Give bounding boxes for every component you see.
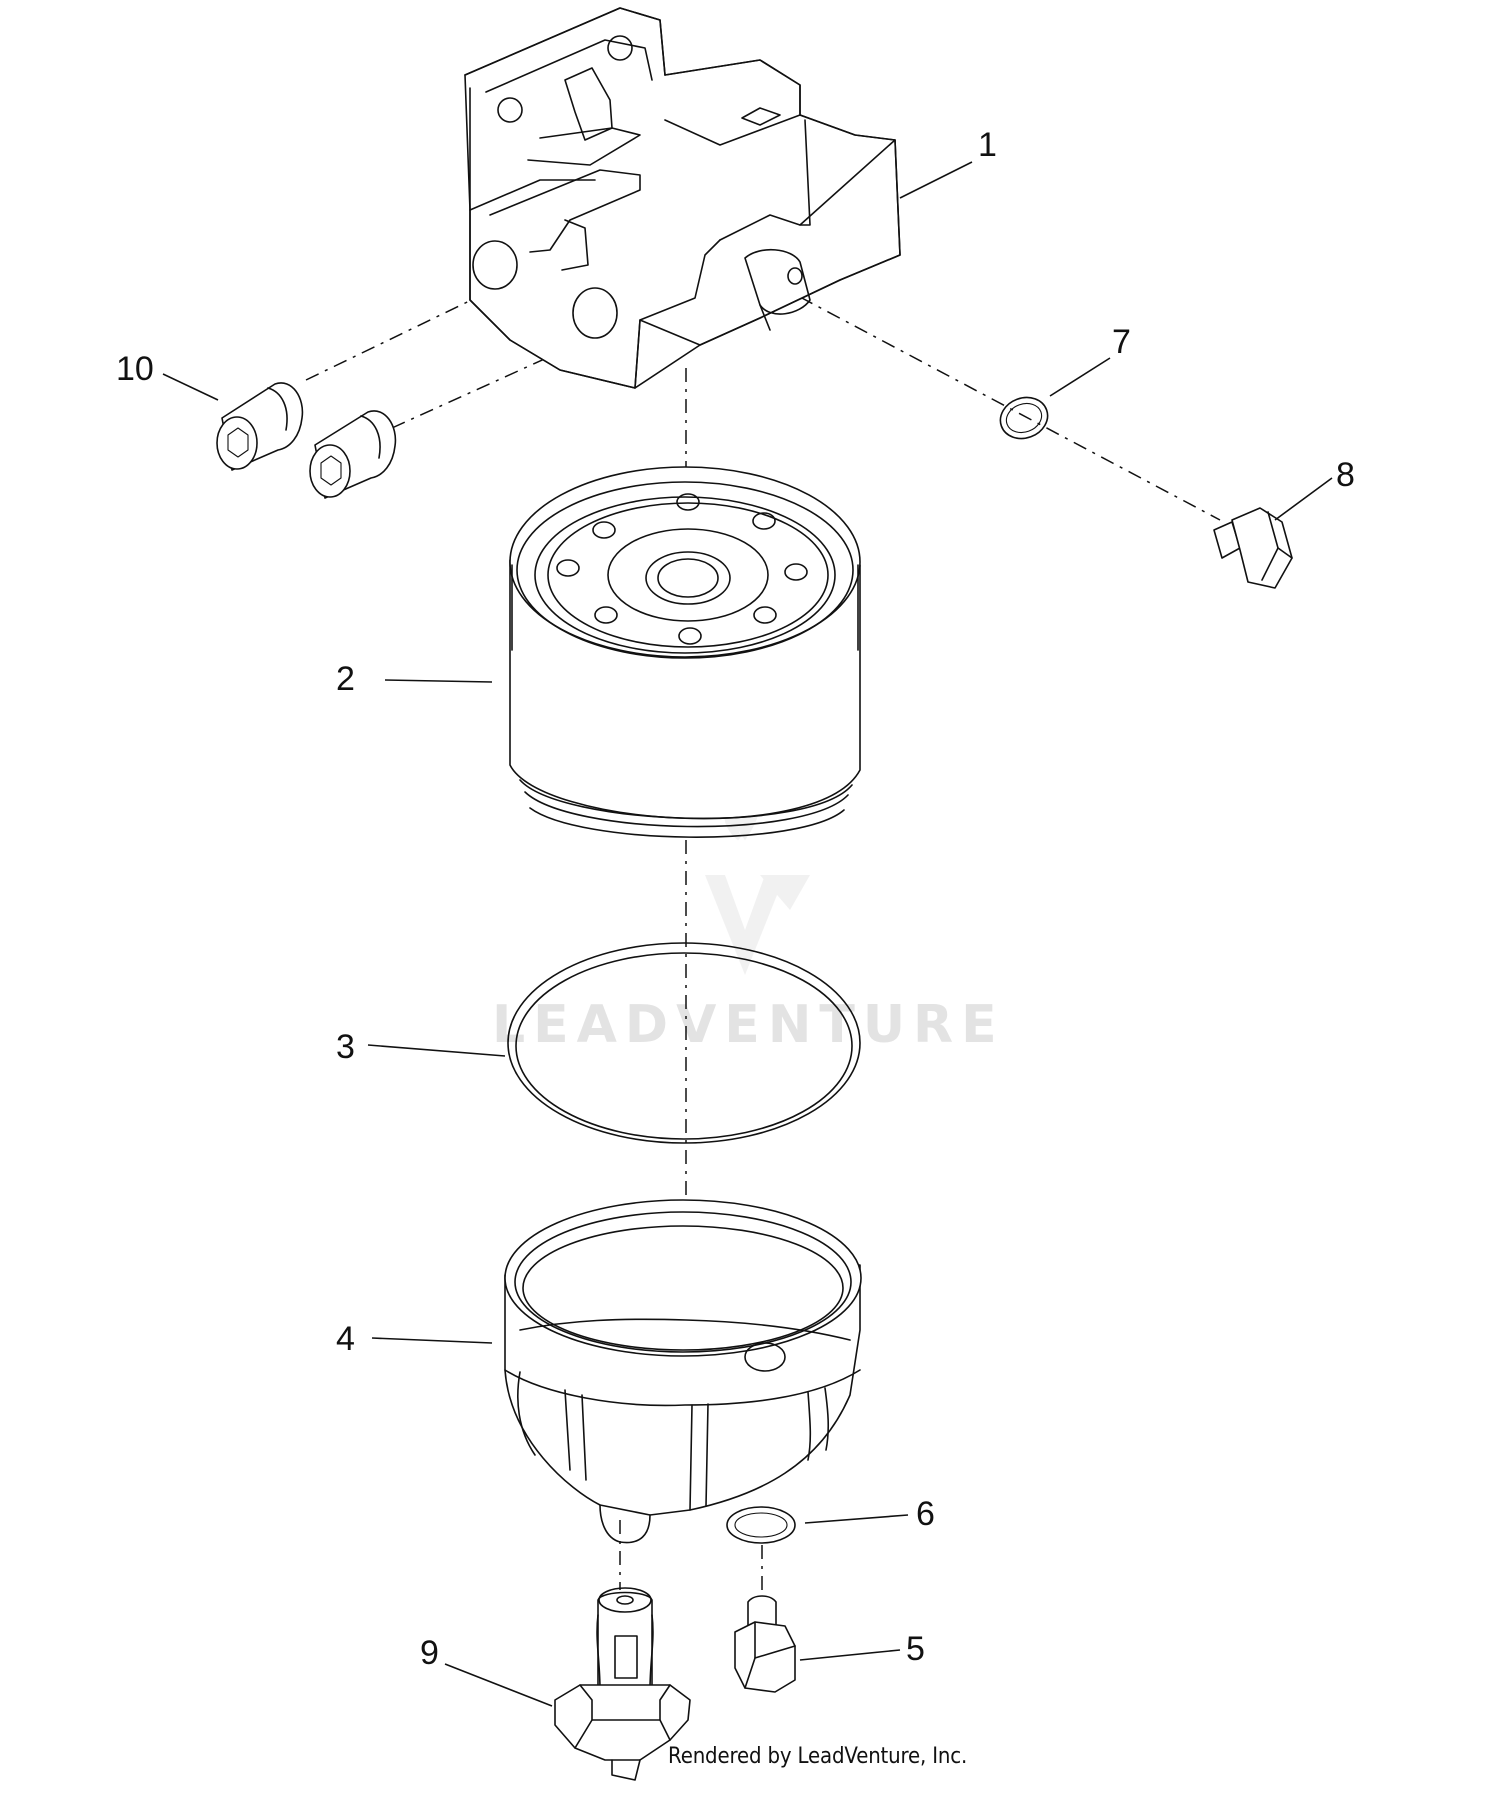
- filter-bowl-part-4: [504, 1199, 862, 1544]
- leader-2: [384, 679, 493, 683]
- callout-6: 6: [916, 1495, 935, 1533]
- filter-head-part-1: [464, 7, 901, 389]
- leader-10: [162, 373, 219, 401]
- callout-9: 9: [420, 1634, 439, 1672]
- footer-credit: Rendered by LeadVenture, Inc.: [668, 1744, 968, 1769]
- pipe-plug-part-10-left: [216, 382, 304, 471]
- leader-8: [1274, 477, 1333, 521]
- drain-plug-part-5: [734, 1595, 796, 1693]
- leader-5: [799, 1649, 901, 1661]
- o-ring-part-7: [999, 396, 1049, 440]
- leader-7: [1049, 357, 1111, 397]
- pipe-plug-part-10-right: [309, 410, 397, 499]
- filter-element-part-2: [509, 466, 861, 838]
- leader-4: [371, 1337, 493, 1344]
- axis-plug-right: [391, 351, 561, 429]
- callout-2: 2: [336, 660, 355, 698]
- axis-vent: [799, 296, 1221, 521]
- callout-1: 1: [978, 126, 997, 164]
- callout-4: 4: [336, 1320, 355, 1358]
- callout-3: 3: [336, 1028, 355, 1066]
- drain-valve-part-9: [554, 1587, 691, 1781]
- seal-ring-part-3: [507, 942, 861, 1144]
- vent-plug-part-8: [1213, 507, 1293, 589]
- leader-6: [804, 1514, 909, 1524]
- callout-5: 5: [906, 1630, 925, 1668]
- leader-3: [367, 1044, 506, 1057]
- callout-7: 7: [1112, 323, 1131, 361]
- leader-9: [444, 1663, 553, 1707]
- leader-1: [899, 161, 973, 199]
- o-ring-part-6: [726, 1506, 796, 1544]
- axis-plug-left: [305, 291, 489, 381]
- callout-8: 8: [1336, 456, 1355, 494]
- callout-10: 10: [116, 350, 154, 388]
- watermark-text: LEADVENTURE: [492, 995, 1005, 1055]
